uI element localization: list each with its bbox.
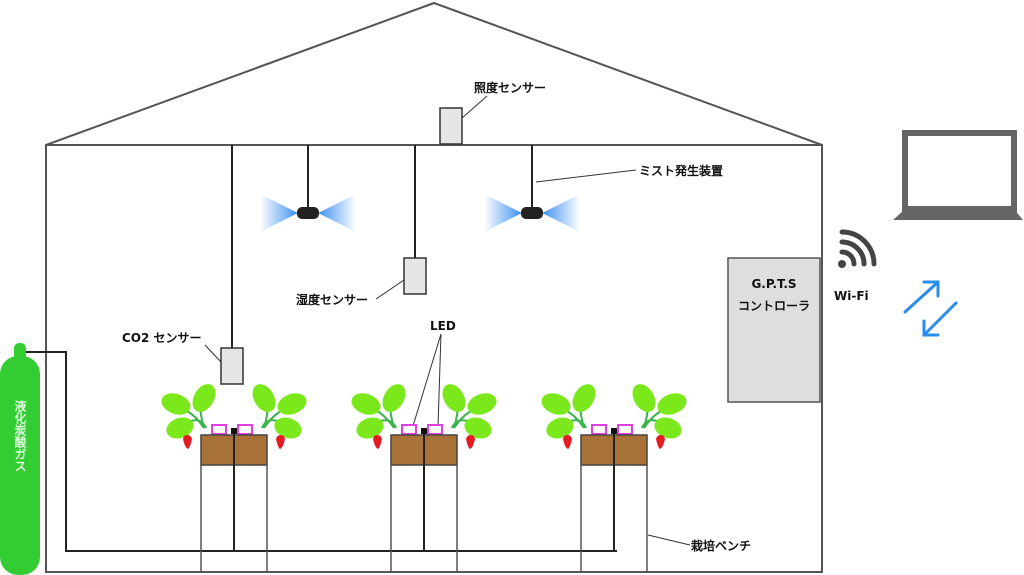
controller-label-line1: G.P.T.S	[751, 277, 796, 291]
wifi-label: Wi-Fi	[834, 289, 869, 303]
planter-box	[200, 434, 235, 466]
mist-device-label: ミスト発生装置	[639, 163, 723, 178]
planter-box	[613, 434, 648, 466]
led-light	[427, 424, 443, 435]
bench-label: 栽培ベンチ	[691, 538, 751, 553]
planter-box	[580, 434, 615, 466]
humidity-sensor-label: 湿度センサー	[296, 292, 368, 307]
cultivation-bench-2	[347, 379, 501, 572]
humidity-leader	[375, 279, 405, 300]
led-label: LED	[430, 319, 456, 333]
led-leader-1	[412, 333, 442, 427]
gpts-controller	[727, 257, 821, 403]
planter-box	[390, 434, 425, 466]
led-light	[401, 424, 417, 435]
co2-sensor-label: CO2 センサー	[122, 331, 202, 345]
humidity-sensor	[403, 257, 427, 295]
planter-box	[233, 434, 268, 466]
mist-sprayer-1	[262, 195, 354, 231]
led-light	[617, 424, 633, 435]
gas-cylinder-label: 液化炭酸ガス	[13, 399, 27, 472]
led-light	[211, 424, 227, 435]
light-sensor-label: 照度センサー	[474, 80, 546, 95]
led-light	[591, 424, 607, 435]
roof-outline	[45, 1, 823, 146]
laptop-icon	[893, 130, 1023, 220]
data-exchange-arrows-icon	[903, 280, 958, 337]
light-sensor	[439, 107, 463, 145]
co2-gas-pipe	[20, 351, 617, 552]
led-leader-2	[437, 333, 442, 427]
co2-leader	[204, 344, 222, 363]
cultivation-bench-1	[157, 379, 311, 572]
mist-sprayer-2	[486, 195, 578, 231]
light-sensor-leader	[461, 95, 488, 119]
planter-box	[423, 434, 458, 466]
controller-label-line2: コントローラ	[738, 299, 810, 313]
bench-leader	[647, 534, 691, 546]
cultivation-bench-3	[537, 379, 691, 572]
mist-leader	[535, 169, 637, 183]
co2-sensor	[220, 347, 244, 385]
greenhouse-wall	[45, 144, 823, 573]
wifi-icon	[838, 229, 877, 268]
led-light	[237, 424, 253, 435]
co2-gas-cylinder: 液化炭酸ガス	[0, 343, 40, 575]
